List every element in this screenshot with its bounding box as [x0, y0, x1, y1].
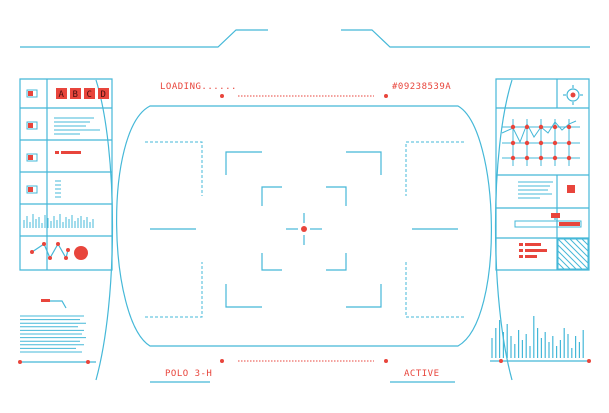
grid-node [538, 155, 544, 161]
key-c: C [87, 90, 92, 100]
left-barcode [23, 214, 94, 228]
top-left-marker [220, 94, 224, 98]
hatch-line [557, 250, 577, 270]
crosshair [286, 213, 322, 245]
hatch-line [557, 256, 571, 270]
hatch-line [563, 238, 589, 264]
hatch-line [557, 244, 583, 270]
right-progress-bar [514, 213, 582, 228]
grid-node [538, 140, 544, 146]
left-arc [95, 79, 114, 381]
bottom-right-marker [384, 359, 388, 363]
grid-node [538, 124, 544, 130]
target-icon [563, 85, 583, 105]
left-red-bars [55, 151, 81, 154]
right-red-square [567, 185, 575, 193]
key-letters: A B C D [56, 88, 109, 100]
grid-node [552, 155, 558, 161]
key-box-a [56, 88, 67, 99]
outer-reticle-frame [225, 151, 382, 308]
left-small-lines [55, 180, 61, 198]
key-box-b [70, 88, 81, 99]
right-lower-chart [490, 316, 591, 363]
grid-node [552, 140, 558, 146]
grid-node [552, 124, 558, 130]
left-indicator-column [26, 89, 38, 194]
id-code-text: #09238539A [392, 82, 451, 92]
top-right-marker [384, 94, 388, 98]
grid-node [510, 155, 516, 161]
right-red-legend [519, 243, 547, 258]
hatch-line [581, 238, 589, 246]
key-box-c [84, 88, 95, 99]
left-lower-block [18, 299, 96, 364]
grid-node [566, 140, 572, 146]
right-panel [495, 78, 590, 271]
key-b: B [73, 90, 78, 100]
right-text-lines [518, 181, 553, 199]
bottom-left-marker [220, 359, 224, 363]
grid-node [524, 155, 530, 161]
grid-graph [501, 119, 580, 166]
grid-node [566, 124, 572, 130]
loading-text: LOADING...... [160, 82, 237, 92]
hatch-line [569, 238, 589, 258]
left-text-lines [54, 117, 100, 135]
dashed-side-brackets [145, 141, 464, 318]
mode-label: POLO 3-H [165, 369, 212, 379]
bottom-status-row: POLO 3-H ACTIVE [150, 359, 455, 383]
hatch-line [557, 238, 589, 270]
grid-node [510, 124, 516, 130]
hatch-box [557, 238, 589, 270]
target-dot [301, 226, 307, 232]
left-panel: A B C D [19, 78, 113, 271]
key-d: D [101, 90, 106, 100]
hatch-line [575, 238, 589, 252]
key-a: A [59, 90, 65, 100]
hatch-line [557, 262, 565, 270]
top-status-row: LOADING...... #09238539A [160, 82, 451, 98]
inner-reticle-frame [261, 186, 347, 271]
large-node [74, 246, 88, 260]
grid-node [566, 155, 572, 161]
top-frame [20, 29, 590, 48]
node-graph [30, 242, 88, 260]
grid-node [524, 140, 530, 146]
grid-node [524, 124, 530, 130]
key-box-d [98, 88, 109, 99]
status-label: ACTIVE [404, 369, 440, 379]
grid-node [510, 140, 516, 146]
